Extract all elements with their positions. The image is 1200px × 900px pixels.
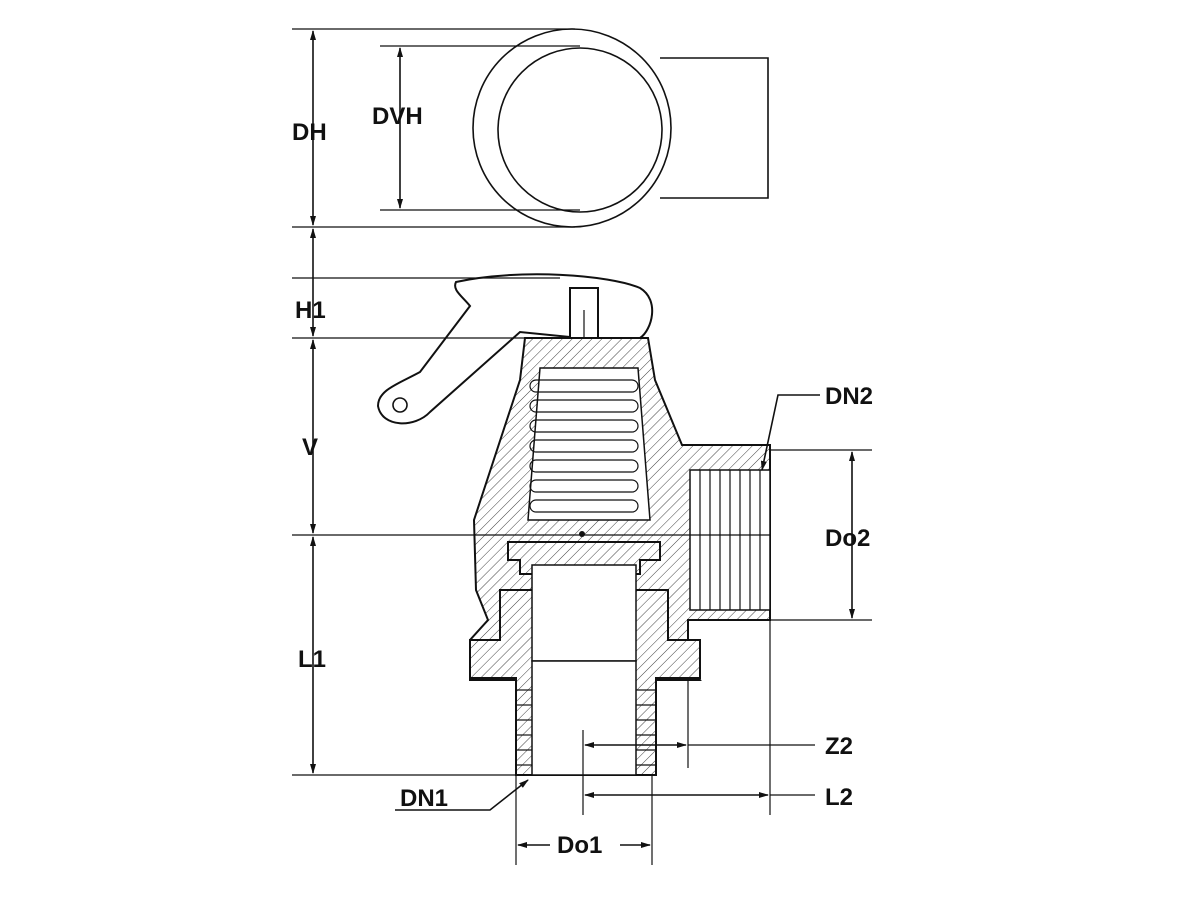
inlet-bore-lower bbox=[531, 660, 637, 776]
label-dn1: DN1 bbox=[400, 785, 448, 812]
lever-ring-inner bbox=[497, 47, 663, 213]
dimension-lines bbox=[310, 30, 855, 848]
label-dh: DH bbox=[292, 119, 327, 146]
label-v: V bbox=[302, 434, 318, 461]
label-dvh: DVH bbox=[372, 103, 423, 130]
label-dn2: DN2 bbox=[825, 383, 873, 410]
top-view bbox=[472, 28, 769, 228]
label-l2: L2 bbox=[825, 784, 853, 811]
label-do1: Do1 bbox=[557, 832, 602, 859]
label-h1: H1 bbox=[295, 297, 326, 324]
lever-arm-top bbox=[660, 57, 769, 199]
lever-pin-hole bbox=[392, 397, 408, 413]
leader-dn2 bbox=[760, 394, 820, 471]
valve-section bbox=[376, 273, 771, 776]
leader-dn1 bbox=[395, 779, 529, 811]
outlet-threads bbox=[699, 470, 761, 610]
spring bbox=[529, 379, 639, 513]
dimension-labels: DH DVH H1 V L1 DN1 Do1 DN2 Do2 Z2 L2 bbox=[292, 103, 873, 859]
inlet-threads bbox=[516, 689, 656, 766]
lever-ring-outer bbox=[472, 28, 672, 228]
disc-center-dot bbox=[579, 531, 585, 537]
label-z2: Z2 bbox=[825, 733, 853, 760]
label-do2: Do2 bbox=[825, 525, 870, 552]
label-l1: L1 bbox=[298, 646, 326, 673]
inlet-bore bbox=[531, 564, 637, 662]
spring-cavity bbox=[527, 367, 651, 521]
